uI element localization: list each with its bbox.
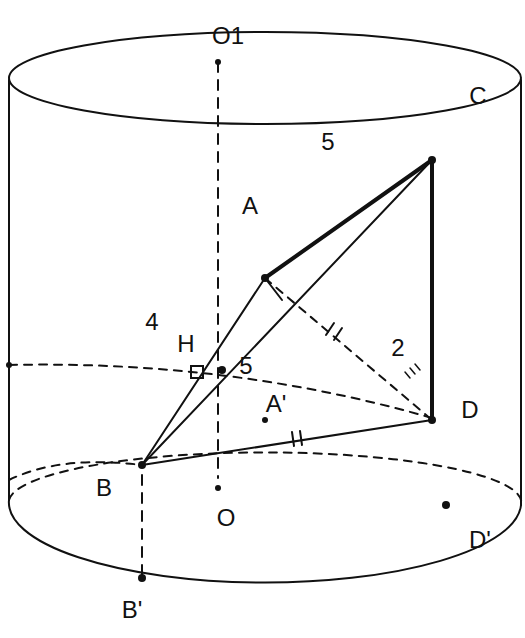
equal-tick [326, 323, 342, 340]
segment-ad [265, 278, 432, 420]
top-base [9, 32, 521, 124]
segment-cd [430, 160, 434, 420]
segment-ab [142, 278, 265, 465]
point-label: H [177, 332, 194, 356]
point-label: 5 [321, 130, 334, 154]
right-side [520, 80, 522, 505]
perpendicular-mark [265, 278, 282, 300]
point-label: 5 [239, 354, 252, 378]
point-label: 2 [391, 336, 404, 360]
point-label: O1 [212, 24, 244, 48]
point-label: B' [122, 598, 143, 622]
point-label: A [242, 194, 258, 218]
angle-hatch [405, 364, 420, 378]
right-angle-mark [191, 366, 203, 378]
bottom-back-arc [9, 452, 521, 505]
point-label: D' [469, 528, 491, 552]
point-label: D [461, 398, 478, 422]
equal-tick [292, 431, 302, 446]
point-label: B [96, 476, 112, 500]
segment-cb [142, 160, 432, 465]
segment-bd [142, 420, 432, 465]
segment-ca [265, 160, 432, 278]
section-arc-front [9, 462, 142, 480]
axis [217, 62, 219, 478]
point-label: O [217, 506, 236, 530]
left-side [8, 80, 10, 500]
point-label: 4 [145, 310, 158, 334]
generator-line [141, 475, 143, 575]
point-label: C [469, 84, 486, 108]
point-label: A' [266, 392, 287, 416]
section-arc [9, 365, 432, 418]
bottom-front-arc [9, 500, 521, 583]
